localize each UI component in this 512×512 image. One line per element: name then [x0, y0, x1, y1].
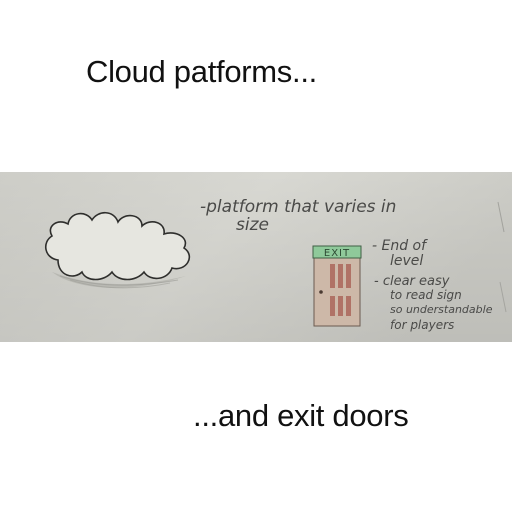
door-note-2: level [390, 253, 423, 269]
caption-exit-doors: ...and exit doors [193, 398, 409, 433]
caption-cloud-platforms: Cloud patforms... [86, 54, 317, 89]
door-note-5: so understandable [390, 303, 493, 316]
sketch-photo: -platform that varies in size EXIT [0, 172, 512, 342]
exit-door-drawing: EXIT [312, 245, 362, 327]
door-note-4: to read sign [390, 288, 462, 302]
door-knob [319, 290, 323, 294]
door-note-6: for players [390, 318, 454, 332]
exit-sign [312, 245, 362, 259]
cloud-note-line2: size [236, 215, 269, 235]
exit-sign-label: EXIT [324, 248, 350, 259]
door-note-1: - End of [372, 238, 428, 254]
door-note-3: - clear easy [374, 274, 450, 289]
cloud-platform-drawing [45, 211, 190, 289]
cloud-note-line1: -platform that varies in [200, 197, 396, 217]
